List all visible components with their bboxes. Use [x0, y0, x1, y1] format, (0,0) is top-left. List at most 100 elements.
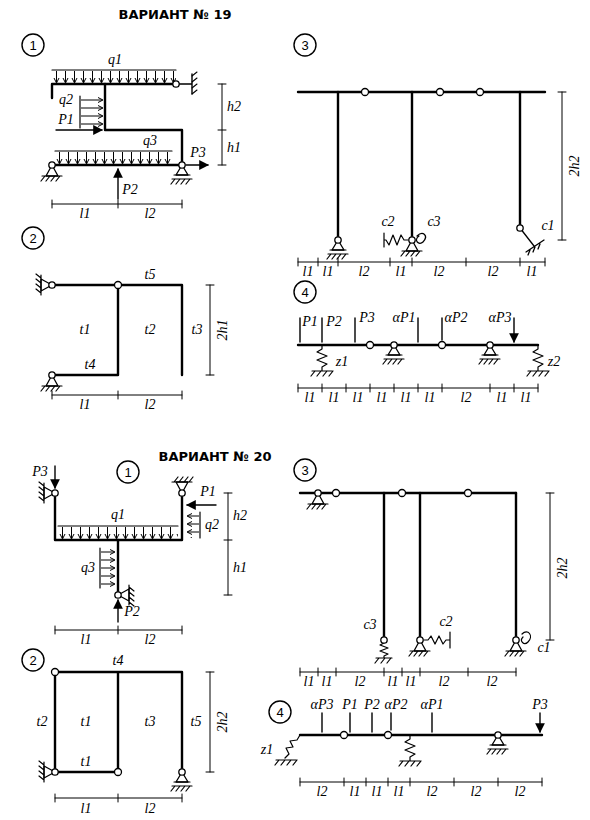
dimension-label: l1 — [406, 674, 417, 690]
temperature-label: t5 — [191, 714, 202, 730]
scheme-20-4 — [269, 701, 542, 786]
scheme-circle — [22, 227, 44, 249]
dimension-label: l1 — [394, 784, 405, 800]
dimension-line — [55, 626, 182, 634]
temperature-label: t5 — [145, 267, 156, 283]
scheme-20-1 — [39, 461, 232, 634]
dimension-label: l1 — [497, 390, 508, 406]
load-outline — [199, 512, 200, 538]
hinge — [399, 490, 406, 497]
temperature-label: t2 — [145, 322, 156, 338]
dimension-label: l2 — [434, 264, 445, 280]
roller-support — [171, 769, 192, 791]
temperature-label: t1 — [80, 322, 91, 338]
inclined-support — [520, 228, 544, 255]
temperature-label: t4 — [113, 653, 124, 669]
dimension-label: 2h2 — [567, 156, 583, 177]
hinge — [115, 282, 122, 289]
hinge — [362, 89, 369, 96]
frame-member — [55, 672, 182, 772]
dimension-label: h2 — [233, 508, 247, 524]
scheme-circle — [294, 34, 316, 56]
load-label: q3 — [143, 133, 157, 149]
dimension-label: l2 — [145, 632, 156, 648]
dimension-line — [546, 493, 554, 640]
force-label: αP1 — [393, 310, 416, 326]
distributed-load — [100, 548, 116, 588]
stiffness-label: c1 — [537, 640, 550, 656]
scheme-number: 4 — [301, 285, 308, 300]
dimension-label: 2h2 — [215, 712, 231, 733]
dimension-label: l2 — [145, 801, 156, 817]
temperature-label: t2 — [37, 714, 48, 730]
rotational-spring — [522, 632, 531, 644]
dimension-line — [224, 493, 232, 595]
scheme-circle — [269, 701, 291, 723]
dimension-line — [206, 672, 214, 772]
scheme-circle — [22, 34, 44, 56]
scheme-circle — [294, 459, 316, 481]
dimension-label: l2 — [359, 264, 370, 280]
dimension-label: h1 — [227, 140, 241, 156]
force-arrow — [322, 713, 540, 732]
frame-member — [52, 285, 182, 375]
scheme-19-1 — [22, 34, 226, 208]
hinge — [341, 732, 348, 739]
dimension-line — [52, 200, 182, 208]
pin-support — [41, 162, 62, 181]
wall-hatch — [192, 72, 197, 94]
load-outline — [99, 548, 100, 588]
spring-label: z1 — [261, 742, 273, 758]
pin-support — [307, 490, 328, 509]
dimension-label: l1 — [388, 674, 399, 690]
load-label: q2 — [59, 92, 73, 108]
force-label: P1 — [200, 484, 216, 500]
dimension-label: l1 — [353, 390, 364, 406]
scheme-circle — [22, 649, 44, 671]
scheme-20-3 — [294, 459, 554, 676]
temperature-label: t3 — [192, 322, 203, 338]
spring-support — [275, 735, 300, 765]
force-arrow — [186, 164, 208, 165]
hinge — [52, 669, 59, 676]
dimension-label: l2 — [487, 674, 498, 690]
dimension-line — [300, 778, 542, 786]
dimension-label: l1 — [81, 632, 92, 648]
force-arrow — [117, 169, 118, 199]
force-label: P3 — [359, 310, 375, 326]
frame-member — [52, 164, 182, 166]
temperature-label: t1 — [81, 754, 92, 770]
dimension-label: l2 — [427, 784, 438, 800]
force-arrow — [187, 504, 216, 505]
frame-member — [52, 285, 118, 375]
force-label: αP1 — [421, 697, 444, 713]
spring — [424, 632, 450, 648]
spring — [384, 233, 408, 247]
pin-support — [505, 637, 526, 656]
dimension-label: l1 — [521, 390, 532, 406]
hinge — [367, 342, 374, 349]
dimension-label: l1 — [350, 784, 361, 800]
roller-support — [327, 237, 348, 259]
temperature-label: t4 — [85, 357, 96, 373]
frame-member — [298, 91, 545, 93]
scheme-number: 3 — [301, 38, 308, 53]
dimension-label: l2 — [461, 390, 472, 406]
scheme-19-4 — [294, 281, 549, 392]
pin-support — [41, 372, 62, 391]
dimension-label: l1 — [377, 390, 388, 406]
scheme-20-2 — [22, 649, 214, 802]
scheme-number: 1 — [29, 38, 36, 53]
sheet-title: ВАРИАНТ № 20 — [159, 449, 272, 464]
dimension-line — [206, 285, 214, 375]
hinge — [517, 225, 523, 231]
force-label: P3 — [32, 464, 48, 480]
dimension-line — [218, 84, 226, 165]
dimension-label: l1 — [81, 801, 92, 817]
dimension-label: l2 — [471, 784, 482, 800]
load-label: q3 — [81, 560, 95, 576]
dimension-label: l1 — [322, 674, 333, 690]
hinge — [465, 490, 472, 497]
spring-label: z2 — [548, 354, 560, 370]
